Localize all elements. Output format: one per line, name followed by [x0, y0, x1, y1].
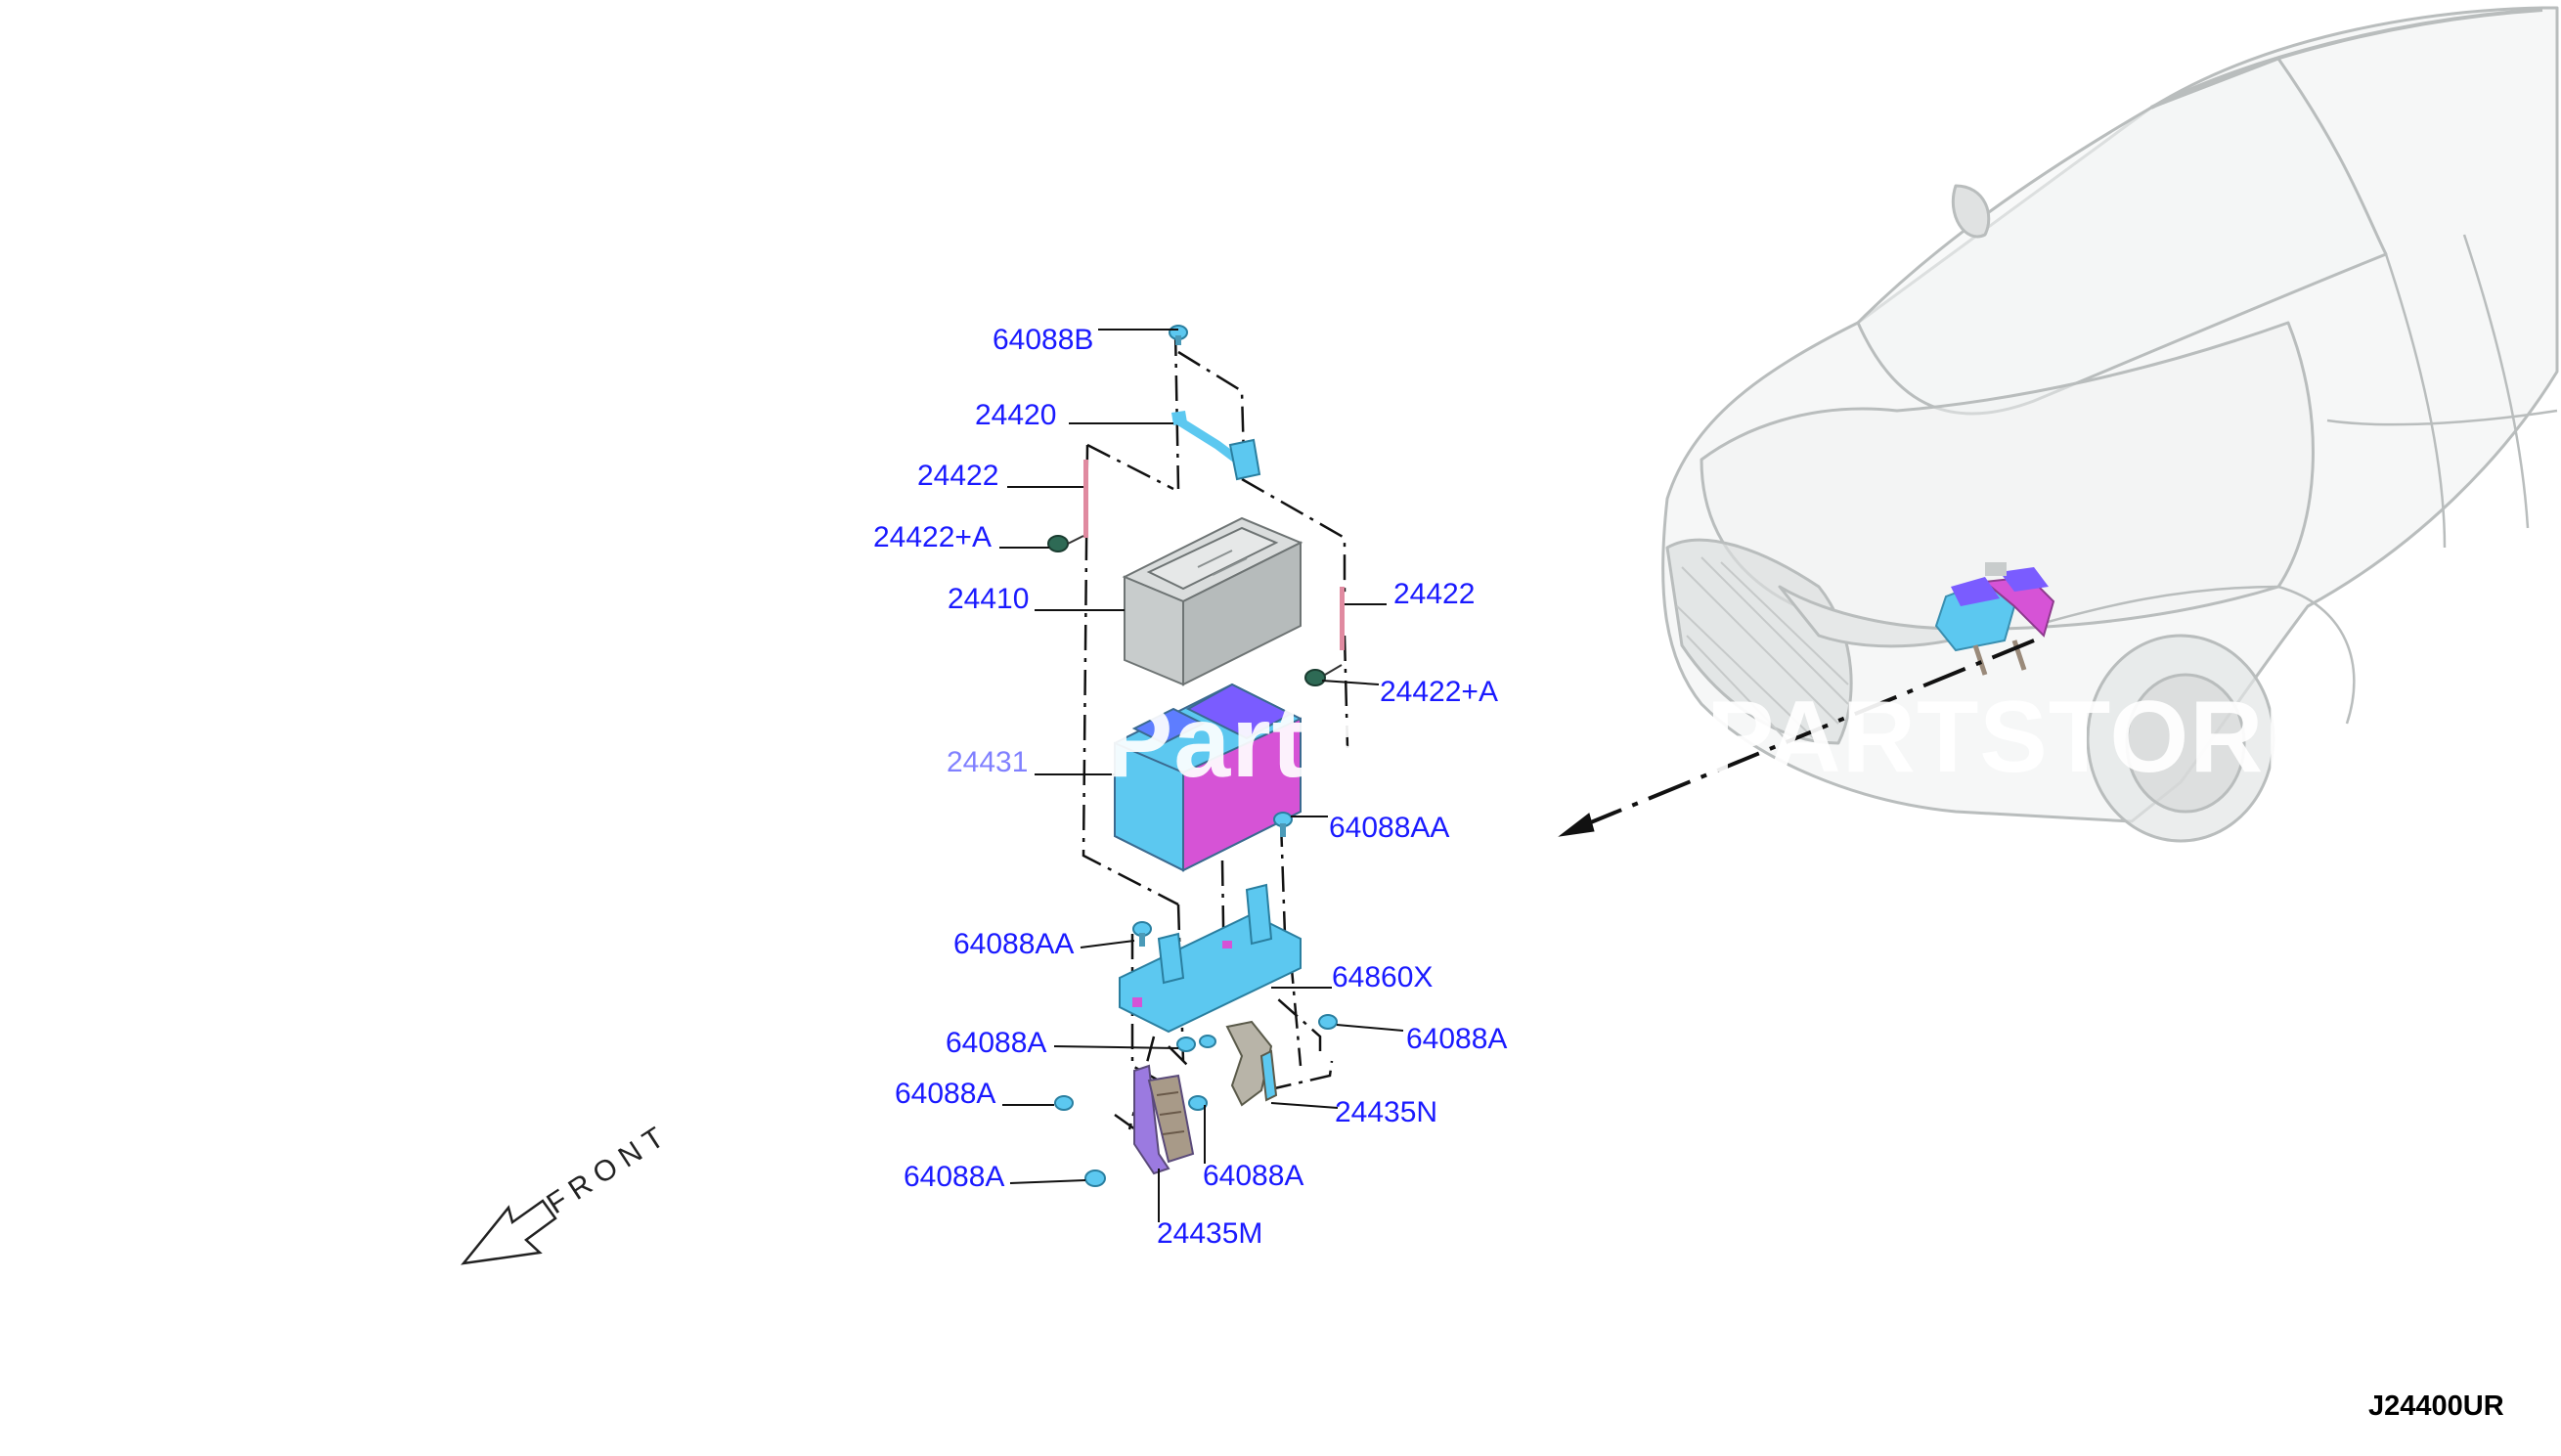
watermark-fragment: Parts [1105, 685, 1365, 799]
front-arrow-icon [461, 1199, 557, 1265]
callout-24422A-right: 24422+A [1380, 676, 1498, 708]
car-illustration [1661, 6, 2559, 843]
car-fender-line [2033, 585, 2356, 725]
part-64088B-bolt [1169, 325, 1188, 345]
callout-64860X: 64860X [1332, 961, 1434, 993]
car-door-lines [2326, 234, 2558, 549]
callout-24422-left: 24422 [917, 460, 999, 492]
location-arrow [1558, 639, 2035, 837]
part-24435N-bracket [1225, 1020, 1278, 1107]
callout-64088A-5: 64088A [1203, 1160, 1304, 1192]
callout-24410: 24410 [948, 583, 1030, 615]
car-grille-mesh [1676, 556, 1849, 744]
callout-64088A-3: 64088A [895, 1078, 996, 1110]
callout-64088A-2: 64088A [1406, 1023, 1508, 1055]
part-24435M-bracket [1133, 1064, 1195, 1175]
diagram-code: J24400UR [2368, 1390, 2504, 1422]
leader-lines [999, 329, 1404, 1222]
car-grille [1665, 538, 1853, 745]
callout-64088AA-right: 64088AA [1329, 812, 1450, 844]
part-64860X-tray [1119, 883, 1302, 1034]
part-24420-cable [1171, 411, 1261, 481]
callout-24435M: 24435M [1157, 1217, 1263, 1250]
watermark: PARTSTORE [1706, 681, 2333, 794]
callout-64088A-1: 64088A [946, 1027, 1047, 1059]
callout-64088A-4: 64088A [904, 1161, 1005, 1193]
callout-24435N: 24435N [1335, 1096, 1438, 1128]
callout-64088AA-left: 64088AA [953, 928, 1075, 960]
callout-24431: 24431 [947, 746, 1029, 778]
part-64088A-bolts [1054, 1014, 1338, 1187]
callout-64088B: 64088B [993, 324, 1094, 356]
car-battery-location [1934, 562, 2055, 676]
part-24431-cover [1114, 683, 1302, 872]
callout-24420: 24420 [975, 399, 1057, 431]
car-mirror [1951, 184, 1991, 239]
part-64088AA-bolts [1132, 812, 1293, 947]
callout-24422A-left: 24422+A [873, 521, 992, 553]
car-front-wheel-rim [2125, 673, 2246, 814]
part-24410-battery [1122, 516, 1303, 686]
part-24422A-nuts [1047, 535, 1343, 686]
callout-24422-right: 24422 [1393, 578, 1476, 610]
part-24422-rods [1083, 460, 1345, 650]
car-roof-line [2150, 8, 2543, 110]
